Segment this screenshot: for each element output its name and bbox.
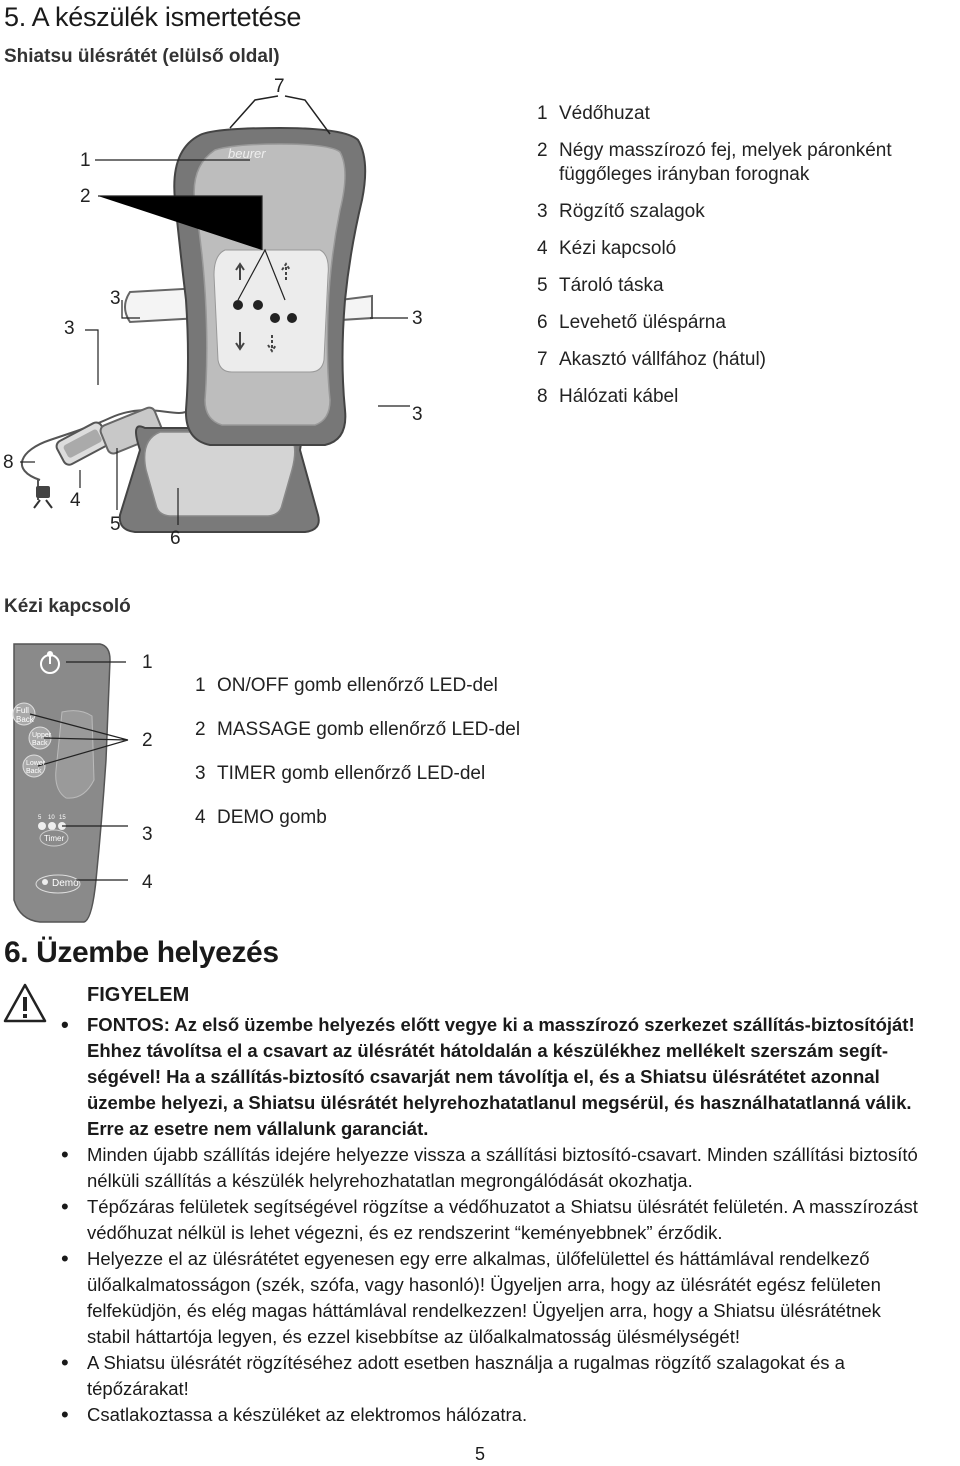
demo-label: Demo — [52, 878, 79, 889]
upper-back-label: Upper Back — [32, 732, 52, 747]
timer-5-label: 5 — [38, 815, 42, 821]
warning-triangle-icon — [3, 983, 47, 1023]
bullet-item: Minden újabb szállítás idejére helyezze … — [61, 1142, 958, 1194]
callout-3-right: 3 — [412, 308, 423, 329]
part-item: függőleges irányban forognak — [559, 164, 810, 185]
remote-subtitle: Kézi kapcsoló — [4, 596, 131, 617]
bullet-item: Helyezze el az ülésrátétet egyenesen egy… — [61, 1246, 958, 1350]
callout-2: 2 — [80, 186, 91, 207]
instructions-list: FONTOS: Az első üzembe helyezés előtt ve… — [61, 1012, 958, 1428]
bullet-item: A Shiatsu ülésrátét rögzítéséhez adott e… — [61, 1350, 958, 1402]
callout-7: 7 — [274, 76, 285, 97]
full-back-label: Full Back — [16, 706, 34, 724]
brand-logo: beurer — [228, 146, 266, 161]
remote-callout-3: 3 — [142, 824, 153, 845]
callout-8: 8 — [3, 452, 14, 473]
bullet-item: FONTOS: Az első üzembe helyezés előtt ve… — [61, 1012, 958, 1142]
callout-3-far-left: 3 — [64, 318, 75, 339]
callout-5: 5 — [110, 514, 121, 535]
page-number: 5 — [475, 1444, 486, 1464]
front-view-subtitle: Shiatsu ülésrátét (elülső oldal) — [4, 46, 280, 67]
remote-illustration — [12, 643, 129, 923]
timer-10-label: 10 — [48, 815, 55, 821]
timer-15-label: 15 — [59, 815, 66, 821]
section-title: 5. A készülék ismertetése — [4, 2, 302, 32]
callout-6: 6 — [170, 528, 181, 549]
section-6-title: 6. Üzembe helyezés — [4, 936, 279, 969]
bullet-item: Csatlakoztassa a készüléket az elektromo… — [61, 1402, 958, 1428]
callout-4: 4 — [70, 490, 81, 511]
warning-title: FIGYELEM — [87, 984, 190, 1006]
callout-1: 1 — [80, 150, 91, 171]
massage-seat-illustration — [20, 95, 410, 533]
lower-back-label: Lower Back — [26, 760, 46, 775]
callout-3-left: 3 — [110, 288, 121, 309]
remote-callout-4: 4 — [142, 872, 153, 893]
bullet-item: Tépőzáras felületek segítségével rögzíts… — [61, 1194, 958, 1246]
callout-3-lower-right: 3 — [412, 404, 423, 425]
remote-callout-1: 1 — [142, 652, 153, 673]
timer-label: Timer — [44, 834, 65, 843]
remote-callout-2: 2 — [142, 730, 153, 751]
